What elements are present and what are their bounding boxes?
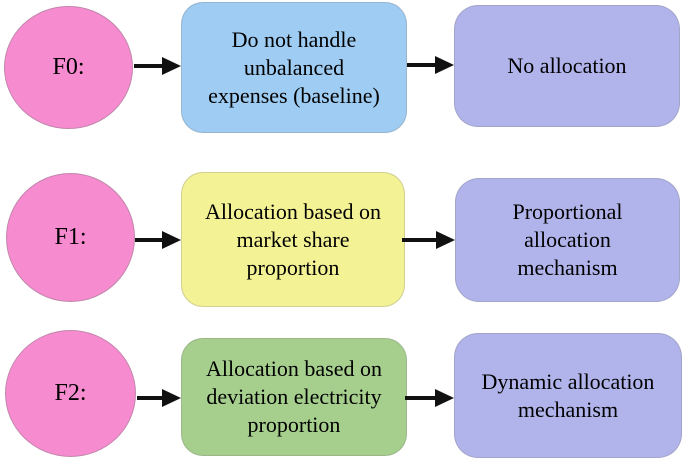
stage-circle-f0: F0: bbox=[4, 6, 133, 129]
strategy-box-f2-text: Allocation based on deviation electricit… bbox=[206, 356, 382, 437]
arrow-right-icon bbox=[135, 231, 181, 249]
mechanism-box-f2-text: Dynamic allocation mechanism bbox=[481, 368, 655, 422]
strategy-box-f0: Do not handle unbalanced expenses (basel… bbox=[181, 2, 407, 133]
stage-circle-f0-label: F0: bbox=[52, 54, 85, 80]
arrow-head bbox=[435, 56, 454, 74]
arrow-right-icon bbox=[405, 389, 454, 407]
stage-circle-f2-label: F2: bbox=[54, 380, 87, 406]
arrow-head bbox=[162, 57, 181, 75]
strategy-box-f1: Allocation based on market share proport… bbox=[181, 172, 405, 307]
arrow-shaft bbox=[135, 238, 166, 242]
arrow-head bbox=[435, 389, 454, 407]
arrow-shaft bbox=[137, 396, 166, 400]
arrow-right-icon bbox=[137, 389, 181, 407]
arrow-shaft bbox=[402, 238, 440, 242]
arrow-head bbox=[162, 231, 181, 249]
strategy-box-f0-text: Do not handle unbalanced expenses (basel… bbox=[208, 26, 380, 108]
arrow-shaft bbox=[407, 63, 439, 67]
strategy-box-f1-text: Allocation based on market share proport… bbox=[205, 198, 381, 280]
arrow-right-icon bbox=[402, 231, 455, 249]
arrow-right-icon bbox=[407, 56, 454, 74]
arrow-shaft bbox=[134, 64, 166, 68]
arrow-shaft bbox=[405, 396, 439, 400]
mechanism-box-f2: Dynamic allocation mechanism bbox=[454, 333, 682, 458]
strategy-box-f2: Allocation based on deviation electricit… bbox=[181, 338, 407, 456]
arrow-head bbox=[162, 389, 181, 407]
stage-circle-f1: F1: bbox=[6, 173, 135, 302]
stage-circle-f2: F2: bbox=[5, 330, 136, 457]
arrow-right-icon bbox=[134, 57, 181, 75]
mechanism-box-f1: Proportional allocation mechanism bbox=[455, 178, 680, 302]
mechanism-box-f0: No allocation bbox=[454, 5, 680, 127]
arrow-head bbox=[436, 231, 455, 249]
stage-circle-f1-label: F1: bbox=[54, 224, 87, 250]
mechanism-box-f0-text: No allocation bbox=[507, 53, 627, 78]
mechanism-box-f1-text: Proportional allocation mechanism bbox=[512, 199, 623, 280]
